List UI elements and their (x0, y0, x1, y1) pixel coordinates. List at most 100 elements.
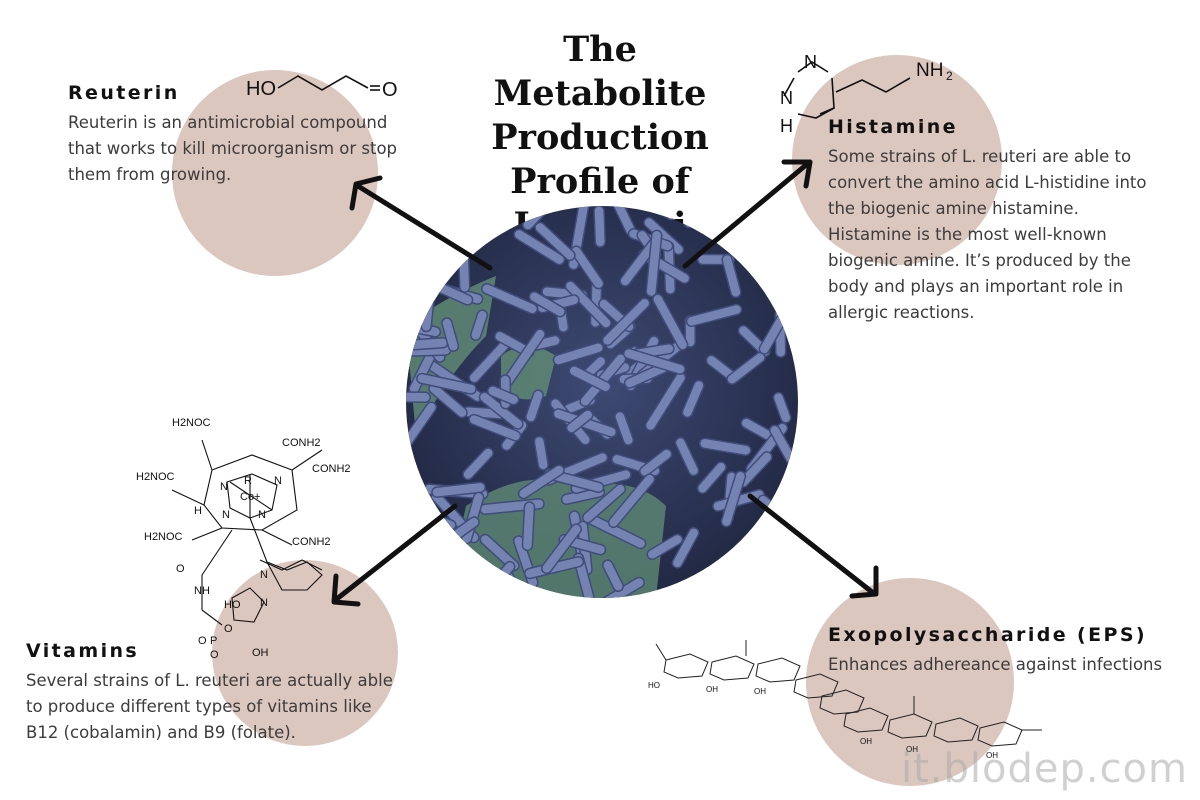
b12-r: R (244, 475, 252, 487)
b12-conh2-1: CONH2 (282, 437, 321, 449)
title-line-2: Production (491, 117, 709, 158)
b12-ho: HO (224, 599, 241, 611)
reuterin-o-label: O (382, 79, 398, 101)
watermark: it.blodep.com (900, 746, 1188, 792)
bacterium-rod (568, 365, 612, 393)
bacterium-rod (698, 437, 752, 456)
eps-oh-1: OH (706, 685, 718, 694)
b12-o-2: O (224, 623, 233, 635)
bacterium-rod (601, 559, 625, 592)
arrow-to-eps-head (849, 565, 879, 599)
bacterium-rod (462, 447, 494, 481)
bacterium-rod (525, 389, 544, 423)
b12-h: H (194, 505, 202, 517)
b12-conh2-3: CONH2 (292, 536, 331, 548)
bacterium-rod (685, 303, 743, 327)
bacterium-rod (564, 280, 612, 329)
vitamins-card: Vitamins Several strains of L. reuteri a… (26, 640, 396, 746)
title-line-1: The Metabolite (493, 29, 707, 114)
b12-h2noc-3: H2NOC (144, 531, 183, 543)
eps-circle (806, 578, 1014, 786)
histamine-n-top: N (804, 52, 817, 72)
bacterium-rod (513, 228, 566, 266)
b12-p: P (210, 635, 217, 647)
arrow-to-reuterin (355, 183, 493, 271)
b12-n-1: N (220, 481, 228, 493)
histamine-description: Some strains of L. reuteri are able to c… (828, 147, 1147, 322)
arrow-to-histamine-head (781, 159, 813, 189)
b12-o-3: O (198, 635, 207, 647)
bacterium-rod (572, 552, 599, 598)
vitamins-heading: Vitamins (26, 640, 140, 662)
histamine-heading: Histamine (828, 116, 958, 138)
vitamins-circle (212, 560, 398, 746)
histamine-card: Histamine Some strains of L. reuteri are… (828, 116, 1158, 326)
bacterium-rod (521, 501, 536, 552)
bacterium-rod (486, 385, 520, 406)
bacterium-rod (481, 283, 539, 315)
b12-n-2: N (274, 475, 282, 487)
eps-description: Enhances adhereance against infections (828, 655, 1163, 674)
reuterin-ho-label: HO (246, 78, 276, 100)
eps-ho: HO (648, 681, 660, 690)
b12-oh: OH (252, 647, 269, 659)
eps-card: Exopolysaccharide (EPS) Enhances adherea… (828, 624, 1188, 678)
b12-n-6: N (260, 597, 268, 609)
bacterium-rod (671, 527, 700, 569)
reuterin-heading: Reuterin (68, 82, 180, 104)
histamine-circle (792, 55, 1002, 265)
cobalamin-structure: H2NOC CONH2 CONH2 H2NOC CONH2 H2NOC R Co… (136, 417, 351, 661)
eps-heading: Exopolysaccharide (EPS) (828, 624, 1147, 646)
b12-n-3: N (222, 509, 230, 521)
bacterium-rod (639, 448, 673, 478)
arrow-to-reuterin-head (349, 175, 383, 211)
b12-co: Co+ (240, 491, 261, 503)
bacterium-rod (645, 229, 663, 298)
bacterium-rod (468, 413, 522, 442)
bacteria-micrograph (406, 206, 798, 598)
bacterium-rod (533, 435, 549, 471)
bacterium-rod (607, 473, 656, 529)
reuterin-circle (172, 70, 378, 276)
b12-conh2-2: CONH2 (312, 463, 351, 475)
eps-oh-4: OH (906, 745, 918, 754)
reuterin-structure: HO O (246, 75, 398, 101)
title-line-3: Profile of (510, 161, 690, 202)
bacterium-rod (614, 410, 635, 446)
eps-oh-2: OH (754, 687, 766, 696)
bacterium-rod (431, 481, 486, 498)
bacterium-rod (565, 409, 594, 434)
b12-o-1: O (176, 563, 185, 575)
histamine-n-bottom: N (780, 88, 793, 108)
bacterium-rod (646, 533, 684, 561)
bacterium-rod (470, 309, 489, 341)
histamine-h: H (780, 116, 793, 136)
bacterium-rod (416, 372, 477, 395)
bacterium-rod (601, 297, 651, 347)
bacterium-rod (674, 436, 700, 477)
b12-h2noc-2: H2NOC (136, 471, 175, 483)
arrow-to-vitamins (335, 503, 458, 601)
bacterium-rod (622, 347, 686, 375)
bacterium-rod (720, 470, 747, 528)
eps-structure: OH OH HO OH OH OH (648, 640, 1042, 760)
arrow-to-histamine (682, 162, 809, 269)
arrow-to-eps (747, 493, 875, 595)
b12-h2noc-1: H2NOC (172, 417, 211, 429)
bacterium-rod (406, 391, 431, 403)
bacteria-illustration (406, 206, 798, 598)
bacterium-rod (552, 342, 604, 366)
reuterin-card: Reuterin Reuterin is an antimicrobial co… (68, 82, 418, 188)
b12-o-4: O (210, 649, 219, 661)
b12-nh: NH (194, 585, 210, 597)
bacterium-rod (772, 391, 792, 424)
bacterium-rod (534, 221, 576, 262)
bacterium-rod (540, 523, 582, 575)
bacterium-rod (581, 483, 627, 524)
reuterin-description: Reuterin is an antimicrobial compound th… (68, 113, 398, 184)
bacterium-rod (441, 317, 460, 352)
bacterium-rod (517, 464, 565, 500)
bacterium-rod (721, 253, 742, 298)
vitamins-description: Several strains of L. reuteri are actual… (26, 671, 393, 742)
